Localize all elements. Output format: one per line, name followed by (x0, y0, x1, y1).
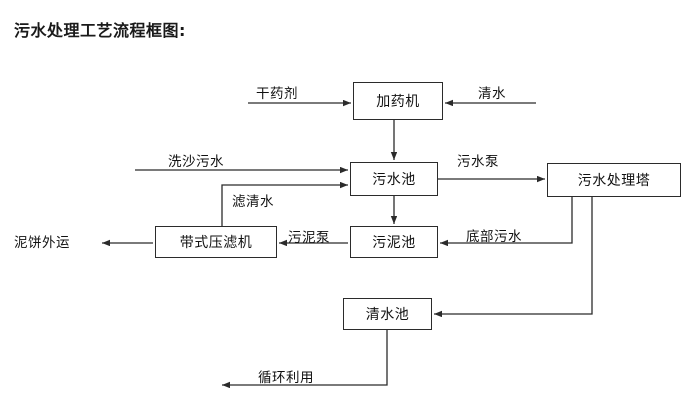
terminal-label-mud-cake-outbound: 泥饼外运 (14, 235, 70, 251)
node-label: 加药机 (376, 94, 420, 110)
edge-label-filtered-clear-water: 滤清水 (232, 194, 274, 210)
node-treatment-tower[interactable]: 污水处理塔 (547, 163, 681, 197)
edge-label-dry-chemical: 干药剂 (256, 86, 298, 102)
node-label: 清水池 (365, 307, 410, 323)
edge-label-recycle-reuse: 循环利用 (258, 370, 314, 386)
node-clear-water-pool[interactable]: 清水池 (343, 298, 432, 330)
edge-label-sand-wash-wastewater: 洗沙污水 (168, 154, 224, 170)
node-wastewater-pool[interactable]: 污水池 (350, 162, 438, 196)
edge-label-bottom-wastewater: 底部污水 (466, 229, 522, 245)
connector-tower-to-clear-water-pool (434, 197, 593, 318)
edge-label-sludge-pump: 污泥泵 (288, 230, 330, 246)
edge-label-clean-water-inlet: 清水 (478, 86, 506, 102)
page-title: 污水处理工艺流程框图: (14, 21, 186, 40)
node-label: 污水池 (372, 172, 416, 188)
node-label: 污泥池 (372, 235, 416, 251)
node-dosing-machine[interactable]: 加药机 (353, 82, 443, 120)
node-belt-filter-press[interactable]: 带式压滤机 (155, 226, 277, 258)
node-label: 污水处理塔 (577, 173, 651, 189)
connector-tower-to-sludge-pool (440, 197, 573, 247)
connector-clear-water-pool-to-recycle (222, 330, 388, 389)
edge-label-wastewater-pump: 污水泵 (457, 154, 499, 170)
node-sludge-pool[interactable]: 污泥池 (350, 226, 438, 258)
node-label: 带式压滤机 (179, 235, 253, 251)
connector-filtrate-to-wastewater-pool (221, 181, 348, 226)
